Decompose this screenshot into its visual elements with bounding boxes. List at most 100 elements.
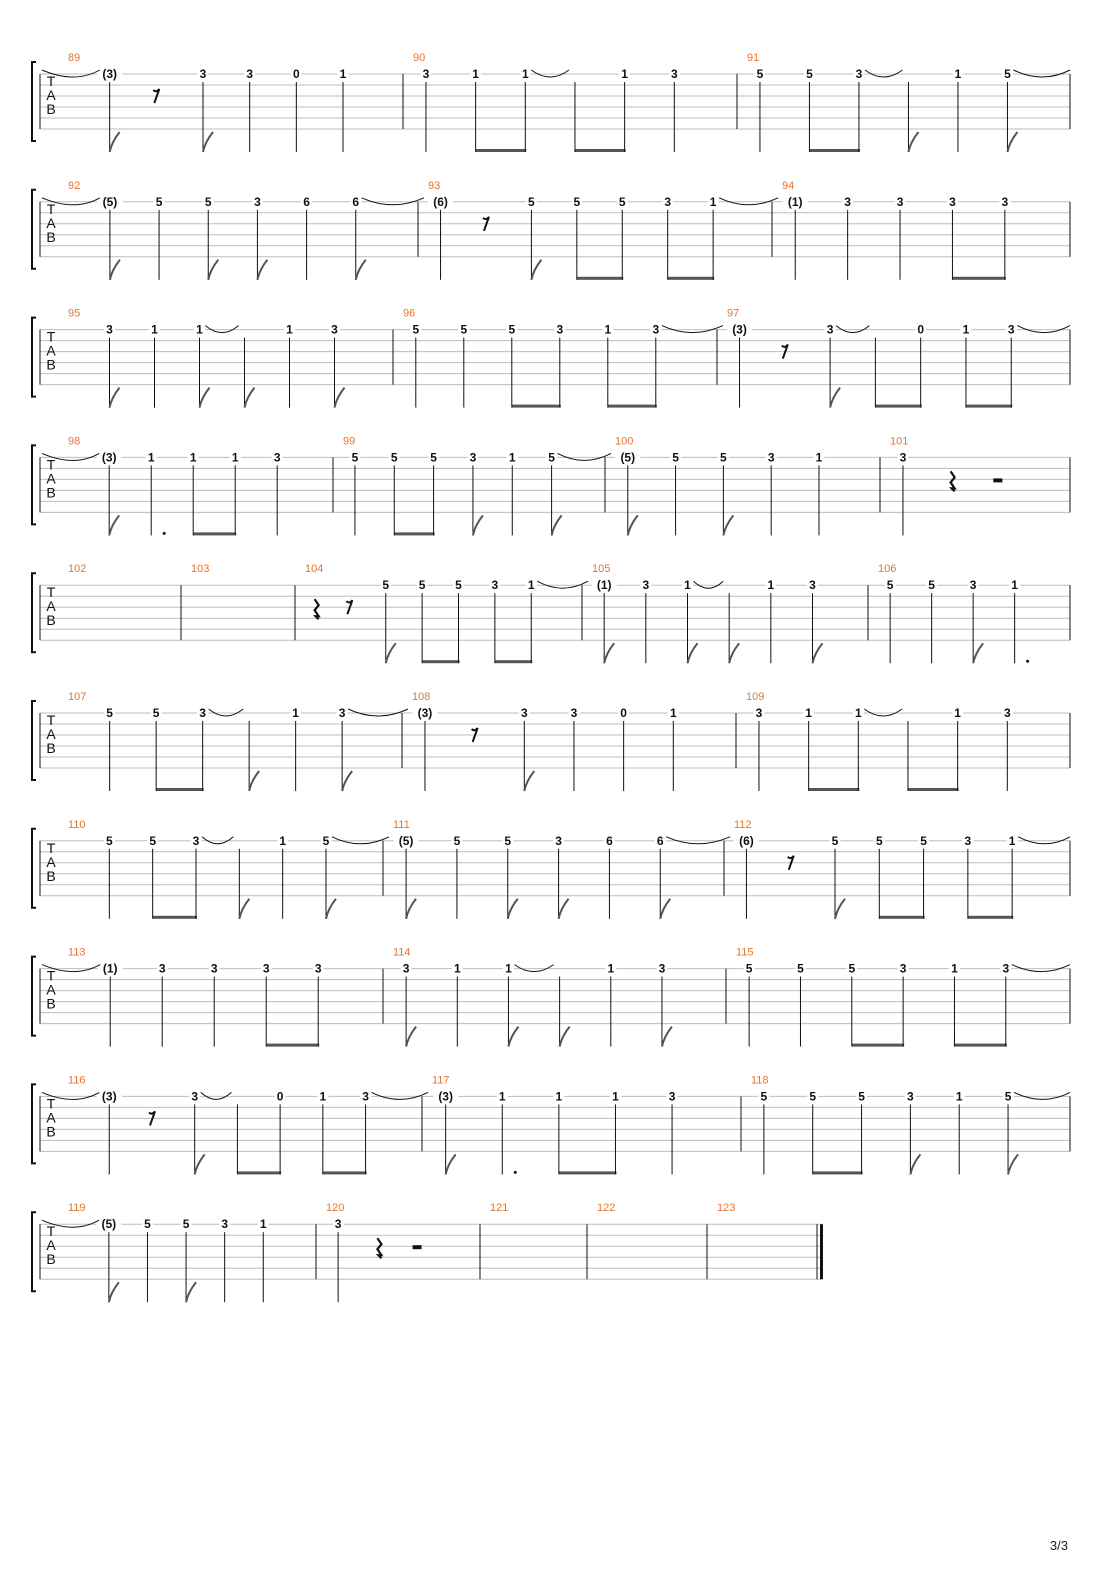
fret-mask xyxy=(754,68,766,80)
eighth-rest xyxy=(470,727,479,743)
fret-mask xyxy=(208,962,220,975)
tab-clef-letter: B xyxy=(46,996,55,1012)
fret-number: 5 xyxy=(156,195,163,209)
fret-number: 3 xyxy=(768,450,775,464)
fret-mask xyxy=(842,195,854,208)
fret-number: 5 xyxy=(153,706,160,720)
fret-mask xyxy=(803,707,815,719)
fret-mask xyxy=(502,834,514,847)
half-rest xyxy=(993,478,1003,483)
fret-number: 1 xyxy=(816,450,823,464)
measure-number: 121 xyxy=(490,1202,508,1214)
system-bracket xyxy=(31,955,36,1037)
fret-number: 3 xyxy=(556,323,563,337)
measure-number: 123 xyxy=(717,1202,735,1214)
tab-clef-letter: B xyxy=(46,740,55,756)
fret-mask xyxy=(603,834,615,847)
fret-mask xyxy=(194,323,205,336)
fret-mask xyxy=(410,323,422,336)
note-flag xyxy=(354,259,367,281)
fret-number: 1 xyxy=(670,706,677,720)
fret-mask xyxy=(96,451,122,464)
fret-number: 5 xyxy=(391,450,398,464)
note-flag xyxy=(909,1153,922,1175)
fret-mask xyxy=(856,1090,868,1103)
beam xyxy=(574,149,626,152)
beam xyxy=(193,532,237,536)
note-flag xyxy=(507,1025,520,1047)
fret-number: 1 xyxy=(684,578,691,592)
fret-number: 3 xyxy=(339,706,346,720)
fret-mask xyxy=(873,834,885,847)
measure-number: 116 xyxy=(68,1074,86,1086)
fret-mask xyxy=(451,834,463,847)
eighth-rest xyxy=(345,599,354,615)
fret-mask xyxy=(807,579,818,592)
beam xyxy=(808,788,860,791)
note-flag xyxy=(248,770,260,792)
tie-arc xyxy=(666,836,731,845)
fret-number: 5 xyxy=(205,195,212,209)
fret-mask xyxy=(219,1218,231,1231)
note-flag xyxy=(341,770,353,792)
note-flag xyxy=(557,898,570,920)
tab-clef-letter: T xyxy=(47,456,56,472)
note-flag xyxy=(550,514,563,536)
fret-mask xyxy=(525,195,537,208)
fret-number: 1 xyxy=(556,1089,563,1103)
measure-number: 103 xyxy=(191,563,209,575)
fret-number: 3 xyxy=(652,323,659,337)
fret-number: 3 xyxy=(965,834,972,848)
fret-mask xyxy=(312,962,324,975)
fret-mask xyxy=(349,451,361,464)
note-flag xyxy=(193,1153,206,1175)
fret-number: 5 xyxy=(454,834,461,848)
note-flag xyxy=(558,1025,571,1047)
fret-mask xyxy=(794,962,806,975)
fret-mask xyxy=(609,1090,621,1103)
fret-number: 3 xyxy=(669,1089,676,1103)
note-flag xyxy=(325,898,337,920)
fret-mask xyxy=(277,834,289,847)
fret-mask xyxy=(682,579,693,592)
measure-number: 120 xyxy=(326,1202,344,1214)
fret-number: 3 xyxy=(254,195,261,209)
fret-mask xyxy=(96,1218,122,1231)
fret-mask xyxy=(96,1090,122,1103)
beam xyxy=(237,1171,282,1175)
measure-number: 110 xyxy=(68,819,86,831)
system-bracket xyxy=(31,61,36,142)
fret-mask xyxy=(453,579,465,592)
note-flag xyxy=(530,259,543,281)
fret-mask xyxy=(149,323,160,336)
fret-number: 5 xyxy=(183,1217,190,1231)
fret-number: 3 xyxy=(403,962,410,976)
fret-number: 3 xyxy=(1008,323,1015,337)
tab-clef-letter: A xyxy=(46,1109,56,1125)
fret-mask xyxy=(103,834,115,847)
fret-mask xyxy=(458,323,470,336)
fret-mask xyxy=(553,1090,565,1103)
fret-mask xyxy=(360,1090,372,1103)
beam xyxy=(266,1043,320,1047)
fret-mask xyxy=(953,1090,965,1103)
tie-arc-continued xyxy=(1013,1091,1071,1100)
fret-number: 1 xyxy=(292,706,299,720)
fret-number: 5 xyxy=(832,834,839,848)
fret-number: 5 xyxy=(920,834,927,848)
fret-mask xyxy=(1002,1090,1014,1103)
fret-mask xyxy=(97,962,123,975)
fret-mask xyxy=(897,451,909,464)
fret-mask xyxy=(290,68,302,80)
note-flag xyxy=(811,642,824,664)
fret-number: 3 xyxy=(659,962,666,976)
beam xyxy=(667,276,715,280)
note-flag xyxy=(471,514,484,536)
fret-number: 5 xyxy=(106,834,113,848)
